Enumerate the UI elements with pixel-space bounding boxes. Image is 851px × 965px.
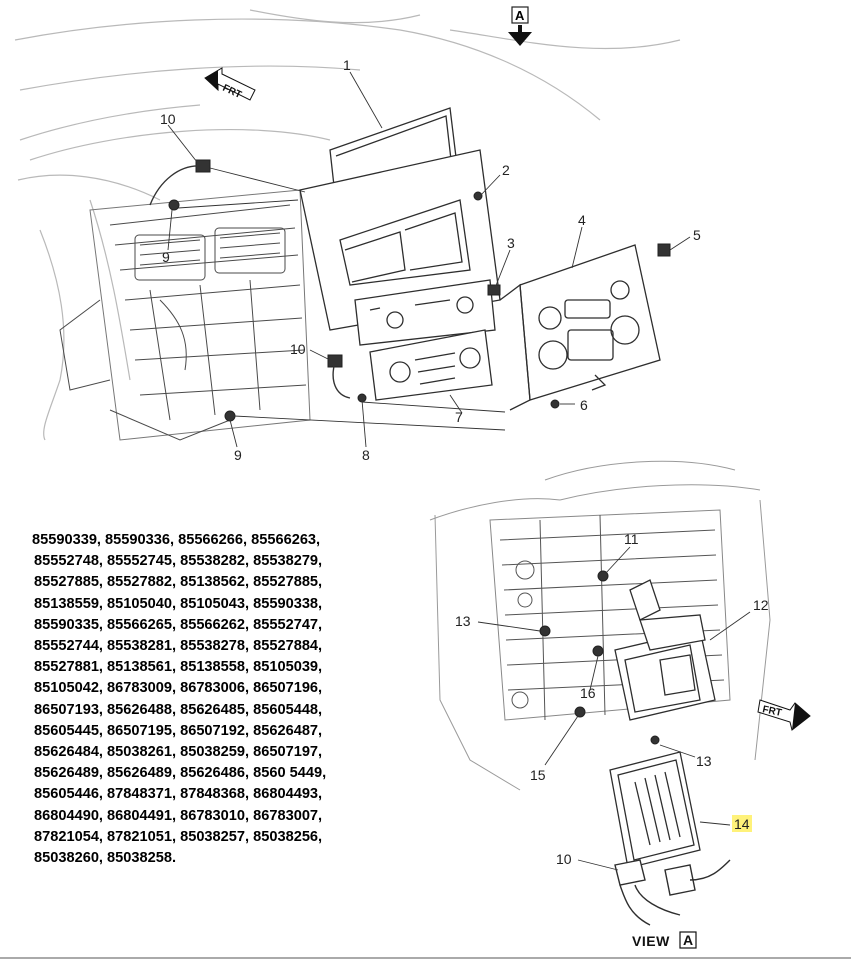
callout-labels-bottom: 11 12 13 13 14 15 16 10 [455, 531, 769, 867]
part-number-list: 85590339, 85590336, 85566266, 85566263, … [32, 530, 432, 869]
part-number-line: 85527881, 85138561, 85138558, 85105039, [34, 659, 323, 676]
frt-arrow-top: FRT [204, 67, 256, 101]
display-assembly [299, 107, 501, 346]
callout-14: 14 [734, 816, 750, 832]
view-a-letter: A [515, 8, 525, 23]
callout-6: 6 [580, 397, 588, 413]
view-caption: VIEW A [632, 931, 697, 949]
callout-15: 15 [530, 767, 546, 783]
mounting-bracket-panel [499, 244, 661, 411]
part-number-line: 86804490, 86804491, 86783010, 86783007, [34, 807, 323, 824]
callout-10b: 10 [290, 341, 306, 357]
control-module [609, 751, 701, 869]
leader-lines-top [167, 71, 691, 448]
callout-labels-top: 1 2 3 4 5 6 7 8 9 9 10 10 [160, 57, 701, 463]
fasteners-bottom [539, 570, 660, 745]
part-number-line: 85590339, 85590336, 85566266, 85566263, [32, 532, 321, 548]
part-number-line: 85605446, 87848371, 87848368, 86804493, [34, 786, 323, 803]
frt-label-bottom: FRT [761, 704, 782, 719]
hvac-control-panel [369, 329, 493, 401]
callout-3: 3 [507, 235, 515, 251]
frt-arrow-bottom: FRT [757, 699, 811, 731]
callout-9a: 9 [162, 249, 170, 265]
view-caption-letter: A [683, 932, 694, 948]
harness-wires-top [149, 165, 351, 399]
harness-connector-bottom [614, 859, 731, 926]
part-number-line: 85552744, 85538281, 85538278, 85527884, [34, 638, 323, 655]
callout-9b: 9 [234, 447, 242, 463]
part-number-line: 85626484, 85038261, 85038259, 86507197, [34, 744, 323, 761]
callout-13a: 13 [455, 613, 471, 629]
callout-1: 1 [343, 57, 351, 73]
part-number-line: 85552748, 85552745, 85538282, 85538279, [34, 553, 323, 570]
view-caption-text: VIEW [632, 933, 670, 949]
callout-10a: 10 [160, 111, 176, 127]
callout-14-highlight [732, 815, 752, 832]
top-dashboard-outline [14, 9, 681, 441]
callout-5: 5 [693, 227, 701, 243]
part-number-line: 85038260, 85038258. [34, 850, 177, 867]
callout-16: 16 [580, 685, 596, 701]
dash-frame-structure [59, 189, 311, 441]
callout-8: 8 [362, 447, 370, 463]
bottom-dash-structure [489, 509, 731, 721]
part-number-line: 85626489, 85626489, 85626486, 8560 5449, [34, 765, 327, 782]
part-number-line: 85105042, 86783009, 86783006, 86507196, [34, 680, 323, 697]
part-number-line: 85138559, 85105040, 85105043, 85590338, [34, 595, 323, 612]
callout-10c: 10 [556, 851, 572, 867]
leader-lines-bottom [477, 546, 751, 871]
part-number-line: 85590335, 85566265, 85566262, 85552747, [34, 616, 323, 633]
part-number-line: 85527885, 85527882, 85138562, 85527885, [34, 574, 323, 591]
callout-11: 11 [624, 531, 639, 547]
part-number-line: 85605445, 86507195, 86507192, 85626487, [34, 722, 323, 739]
part-number-line: 87821054, 87821051, 85038257, 85038256, [34, 828, 323, 845]
bottom-dash-outline [429, 460, 771, 791]
callout-4: 4 [578, 212, 586, 228]
callout-13b: 13 [696, 753, 712, 769]
callout-12: 12 [753, 597, 769, 613]
fasteners-top [168, 159, 671, 422]
view-a-flag: A [508, 6, 532, 46]
module-bracket [614, 579, 716, 721]
part-number-line: 86507193, 85626488, 85626485, 85605448, [34, 701, 323, 718]
callout-7: 7 [455, 409, 463, 425]
callout-2: 2 [502, 162, 510, 178]
